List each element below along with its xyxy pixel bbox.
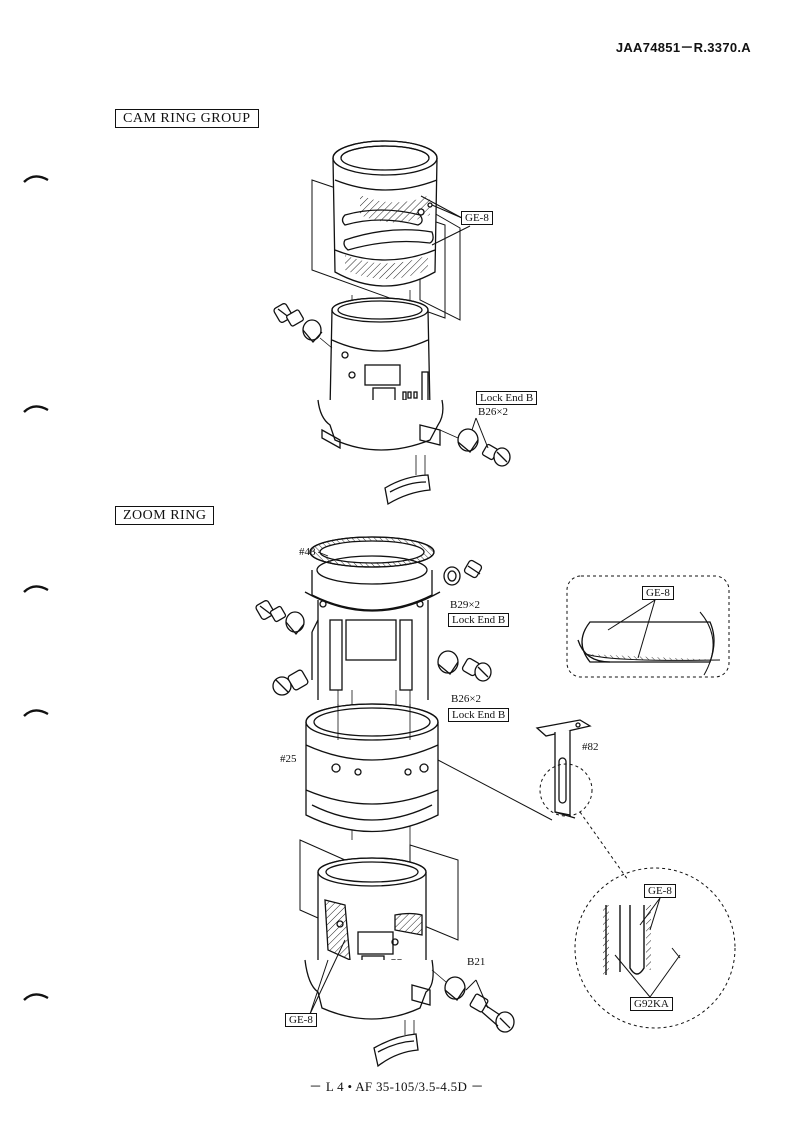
collar-icon (302, 319, 323, 343)
label-ge8-detail-bottom: GE-8 (644, 884, 676, 898)
collar-icon (443, 566, 461, 586)
label-part-25: #25 (280, 753, 297, 765)
screw-icon (463, 559, 483, 579)
binder-hole-mark-icon (23, 405, 49, 413)
cam-ring-assembly (273, 140, 511, 506)
section-title-cam-ring-group: CAM RING GROUP (115, 109, 259, 128)
label-b29: B29×2 (450, 599, 481, 611)
page-footer: － L 4 • AF 35-105/3.5-4.5D － (309, 1079, 484, 1094)
collar-icon (437, 650, 459, 675)
label-ge8-detail-top: GE-8 (642, 586, 674, 600)
label-part-48: #48 (299, 546, 316, 558)
binder-hole-mark-icon (23, 709, 49, 717)
binder-hole-mark-icon (23, 993, 49, 1001)
label-b26-cam: B26×2 (478, 406, 509, 418)
screw-icon (272, 669, 309, 696)
label-ge8-zoom-bottom: GE-8 (285, 1013, 317, 1027)
screw-icon (255, 600, 287, 623)
section-title-zoom-ring: ZOOM RING (115, 506, 215, 525)
binder-hole-mark-icon (23, 585, 49, 593)
label-ge8-cam: GE-8 (461, 211, 493, 225)
collar-icon (285, 611, 305, 636)
label-g92ka: G92KA (630, 997, 673, 1011)
label-b21: B21 (467, 956, 486, 968)
label-lock-end-b-zoom-2: Lock End B (448, 708, 510, 722)
screw-icon (461, 657, 492, 682)
collar-icon (457, 428, 479, 453)
binder-hole-mark-icon (23, 175, 49, 183)
label-b26-zoom: B26×2 (451, 693, 482, 705)
document-code: JAA74851－R.3370.A (615, 40, 751, 55)
label-lock-end-b-cam: Lock End B (476, 391, 538, 405)
screw-icon (481, 443, 511, 467)
zoom-ring-assembly (255, 536, 736, 1068)
screw-icon (273, 303, 304, 327)
label-lock-end-b-zoom-1: Lock End B (448, 613, 510, 627)
screw-icon (469, 993, 515, 1033)
label-part-82: #82 (582, 741, 599, 753)
collar-icon (444, 976, 466, 1001)
